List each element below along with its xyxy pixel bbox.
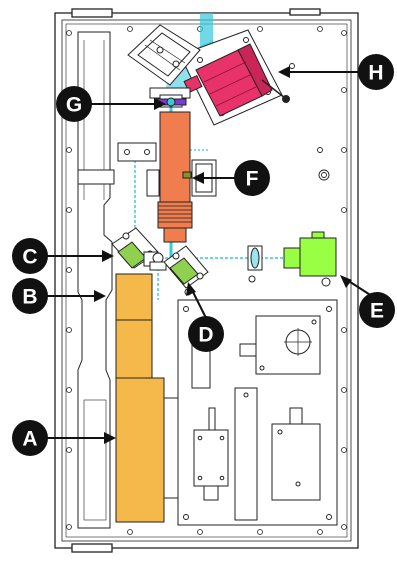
component-d-mirror-mount bbox=[163, 245, 209, 296]
callout-h: H bbox=[358, 54, 394, 90]
callout-e: E bbox=[359, 292, 395, 328]
svg-text:H: H bbox=[368, 62, 383, 85]
left-small-plate bbox=[117, 142, 157, 162]
callout-badges: A B C D E F G H bbox=[12, 54, 395, 456]
left-tube-assembly bbox=[77, 31, 115, 529]
component-c-mirror-mount bbox=[111, 227, 159, 269]
svg-text:A: A bbox=[22, 428, 37, 451]
callout-arrowheads bbox=[94, 66, 352, 444]
callout-d: D bbox=[188, 316, 224, 352]
svg-text:B: B bbox=[22, 286, 37, 309]
component-a-b-blocks bbox=[115, 273, 165, 523]
callout-f: F bbox=[234, 160, 270, 196]
top-kinematic-mount bbox=[127, 24, 201, 99]
callout-c: C bbox=[12, 238, 48, 274]
svg-text:G: G bbox=[66, 94, 82, 117]
component-e-detector bbox=[283, 231, 337, 287]
svg-text:C: C bbox=[22, 246, 37, 269]
lens-holder bbox=[247, 245, 263, 283]
right-screws bbox=[289, 63, 330, 181]
callout-a: A bbox=[12, 420, 48, 456]
callout-lines bbox=[44, 71, 376, 439]
callout-g: G bbox=[56, 86, 92, 122]
svg-text:E: E bbox=[370, 300, 384, 323]
center-optic bbox=[149, 252, 167, 271]
svg-text:D: D bbox=[198, 324, 213, 347]
side-bracket bbox=[163, 397, 179, 499]
svg-text:F: F bbox=[246, 168, 259, 191]
callout-b: B bbox=[12, 278, 48, 314]
component-h-laser-head bbox=[179, 29, 290, 126]
